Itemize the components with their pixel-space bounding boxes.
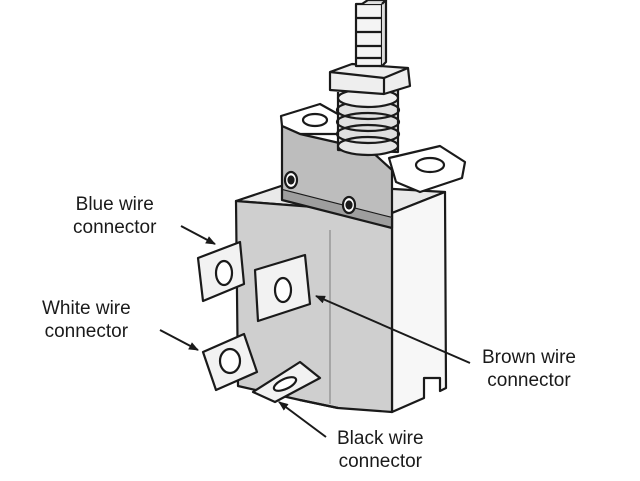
white-wire-arrow — [159, 329, 199, 351]
blue-wire-label-line2: connector — [73, 217, 157, 238]
white-wire-label-line2: connector — [44, 321, 129, 342]
black-wire-label-line2: connector — [338, 451, 423, 472]
blue-wire-label-line1: Blue wire — [75, 194, 154, 215]
brown-wire-label-line2: connector — [487, 370, 571, 391]
blue-wire-label: Blue wire connector — [73, 193, 156, 239]
black-wire-terminal — [251, 360, 322, 404]
white-wire-terminal — [201, 332, 259, 392]
blue-wire-terminal — [196, 240, 246, 303]
brown-wire-label: Brown wire connector — [482, 346, 576, 392]
brown-wire-terminal — [253, 253, 312, 323]
black-wire-arrow — [278, 401, 327, 438]
white-wire-label-line1: White wire — [42, 298, 131, 319]
white-wire-label: White wire connector — [42, 297, 131, 343]
brown-wire-label-line1: Brown wire — [482, 347, 576, 368]
black-wire-label-line1: Black wire — [337, 428, 424, 449]
blue-wire-arrow — [180, 225, 216, 245]
black-wire-label: Black wire connector — [337, 427, 424, 473]
plunger — [328, 0, 412, 157]
brown-wire-arrow — [315, 295, 471, 364]
